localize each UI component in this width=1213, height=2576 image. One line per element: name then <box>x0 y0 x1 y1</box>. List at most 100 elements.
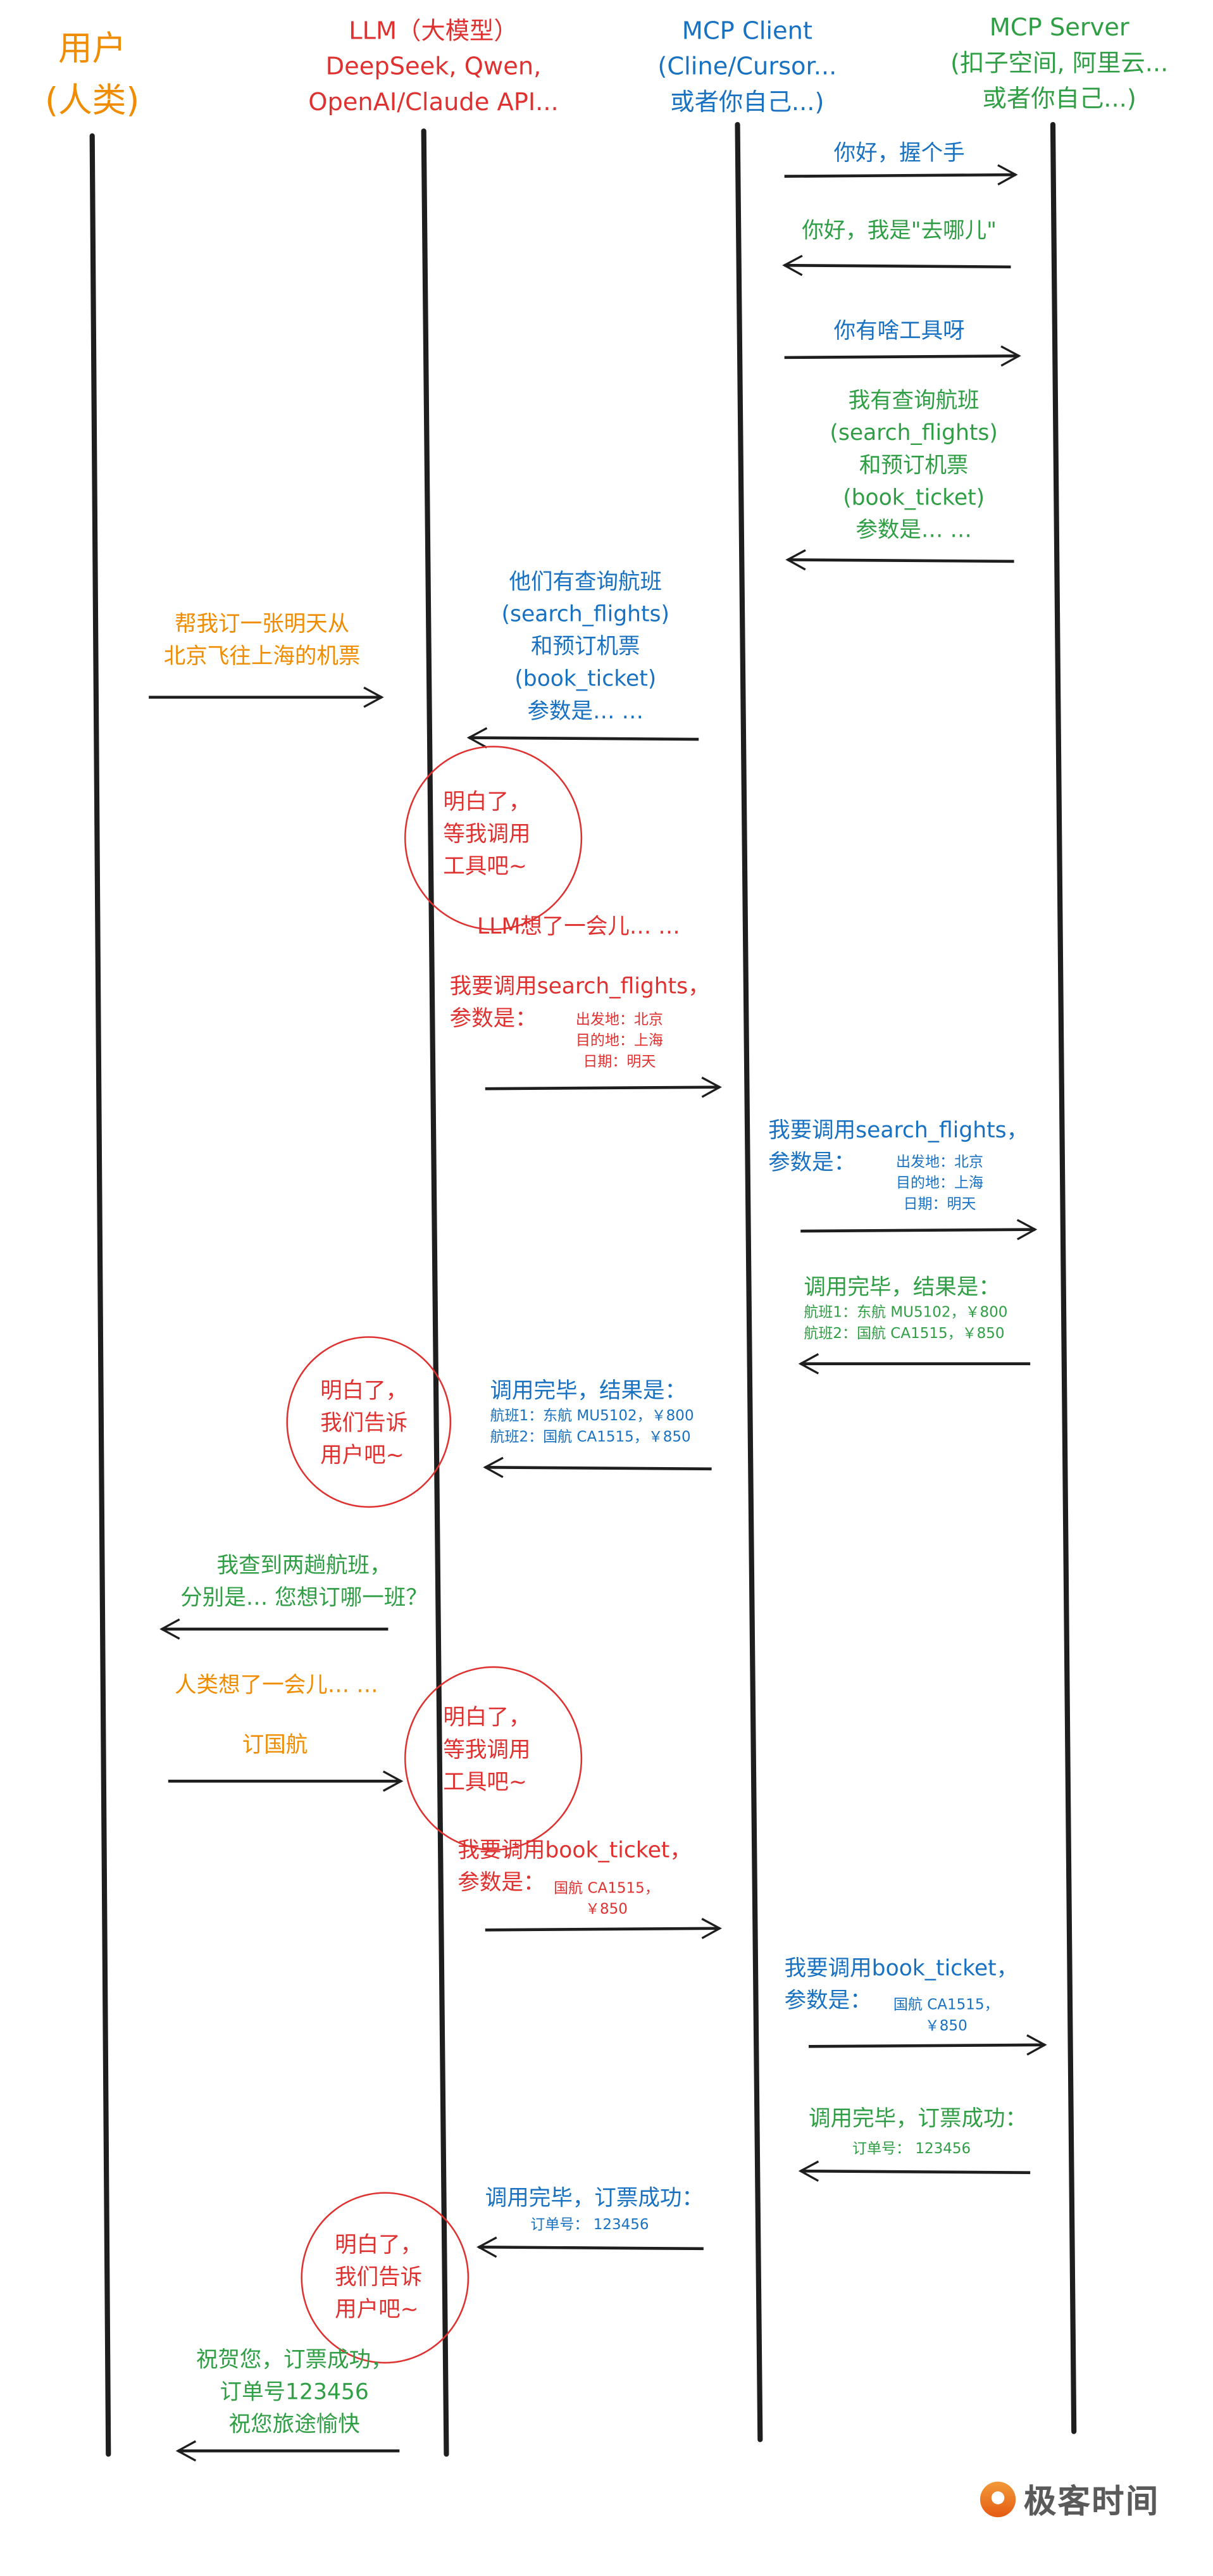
param: 日期：明天 <box>903 1197 976 1213</box>
book-params: 国航 CA1515， ￥850 <box>893 1996 999 2038</box>
user-thinking-note: 人类想了一会儿… … <box>175 1670 378 1702</box>
arrow-m5 <box>466 727 699 749</box>
message-ask-tools: 你有啥工具呀 <box>834 315 965 347</box>
header-llm-title: LLM（大模型） <box>349 16 518 46</box>
thought-circle <box>404 746 583 930</box>
message-llm-call-book: 我要调用book_ticket， 参数是： <box>457 1835 692 1899</box>
message-server-search-result: 调用完毕，结果是： <box>804 1272 1000 1304</box>
llm-thought-call-tool: 明白了， 等我调用工具吧~ <box>443 786 530 883</box>
message-text: (book_ticket) <box>514 666 657 692</box>
message-text: 我要调用book_ticket， <box>457 1837 692 1864</box>
message-llm-call-search: 我要调用search_flights， 参数是： <box>450 971 710 1035</box>
message-client-search-result: 调用完毕，结果是： <box>490 1375 687 1408</box>
message-client-tool-list: 他们有查询航班(search_flights)和预订机票(book_ticket… <box>502 566 669 728</box>
arrow-m2 <box>782 254 1011 277</box>
thought-circle <box>301 2192 470 2364</box>
header-user-subtitle: (人类) <box>45 80 140 120</box>
message-text: 明白了， <box>443 789 531 816</box>
message-text: LLM想了一会儿… … <box>477 914 680 941</box>
llm-thought-tell-user: 明白了， 我们告诉用户吧~ <box>335 2229 422 2326</box>
message-text: 他们有查询航班 <box>509 569 662 596</box>
message-text: 调用完毕，订票成功： <box>809 2106 1028 2132</box>
param: 国航 CA1515， <box>554 1881 659 1898</box>
message-server-hello: 你好，我是"去哪儿" <box>802 215 997 247</box>
message-handshake: 你好，握个手 <box>834 137 965 170</box>
result: 航班1：东航 MU5102，￥800 <box>804 1305 1008 1322</box>
header-llm: LLM（大模型） DeepSeek, Qwen, OpenAI/Claude A… <box>308 13 558 120</box>
message-text: 我查到两趟航班， <box>216 1553 392 1579</box>
message-text: 你好，我是"去哪儿" <box>802 218 997 244</box>
message-text: 参数是： <box>457 1870 545 1896</box>
message-text: 调用完毕，订票成功： <box>485 2185 704 2212</box>
arrow-m13 <box>483 1456 712 1479</box>
message-text: 分别是… 您想订哪一班？ <box>180 1585 428 1611</box>
message-text: 我要调用search_flights， <box>449 973 710 1000</box>
message-text: 我要调用search_flights， <box>768 1118 1029 1144</box>
geektime-logo-text: 极客时间 <box>1023 2481 1160 2521</box>
message-text: 你有啥工具呀 <box>833 318 965 345</box>
arrow-m21 <box>476 2236 704 2258</box>
message-text: 我们告诉 <box>335 2265 423 2291</box>
message-tool-list: 我有查询航班(search_flights)和预订机票(book_ticket)… <box>830 385 997 547</box>
book-params: 国航 CA1515，￥850 <box>554 1880 659 1922</box>
geektime-logo: 极客时间 <box>980 2475 1160 2522</box>
message-server-book-result: 调用完毕，订票成功： <box>809 2103 1027 2135</box>
header-user: 用户 (人类) <box>45 23 139 127</box>
llm-thought-call-tool: 明白了，等我调用工具吧~ <box>443 1702 530 1799</box>
message-user-choice: 订国航 <box>242 1729 308 1761</box>
thought-circle <box>286 1336 452 1508</box>
header-server: MCP Server (扣子空间, 阿里云... 或者你自己...) <box>950 9 1168 116</box>
arrow-m1 <box>784 164 1018 186</box>
message-text: 我要调用book_ticket， <box>784 1956 1019 1982</box>
llm-thinking-note: LLM想了一会儿… … <box>477 911 680 943</box>
message-text: 参数是… … <box>527 699 644 725</box>
message-text: 参数是… … <box>855 517 972 544</box>
message-text: 祝您旅途愉快 <box>228 2411 360 2438</box>
message-text: 和预订机票 <box>859 453 969 479</box>
header-user-title: 用户 <box>58 29 127 68</box>
message-text: 工具吧~ <box>443 1770 527 1796</box>
message-text: 调用完毕，结果是： <box>490 1378 687 1404</box>
message-text: 我们告诉 <box>320 1410 408 1437</box>
header-llm-line: DeepSeek, Qwen, <box>325 51 542 81</box>
header-server-title: MCP Server <box>989 13 1129 42</box>
message-text: 帮我订一张明天从 <box>175 611 350 638</box>
thought-circle <box>404 1666 583 1851</box>
message-text: 等我调用 <box>443 1737 531 1764</box>
llm-thought-tell-user: 明白了，我们告诉用户吧~ <box>320 1375 407 1472</box>
lifeline-server <box>1050 122 1077 2434</box>
message-text: 用户吧~ <box>320 1442 404 1469</box>
header-server-line: 或者你自己...) <box>982 84 1136 113</box>
message-text: 订单号123456 <box>220 2379 369 2406</box>
arrow-m3 <box>784 345 1021 367</box>
arrow-m18 <box>485 1918 722 1939</box>
header-llm-line: OpenAI/Claude API... <box>308 87 559 117</box>
message-client-call-search: 我要调用search_flights，参数是： <box>768 1115 1028 1179</box>
message-text: (search_flights) <box>830 420 998 447</box>
arrow-m9 <box>485 1077 722 1098</box>
message-text: 你好，握个手 <box>833 141 965 167</box>
search-params: 出发地：北京目的地：上海日期：明天 <box>896 1153 983 1216</box>
result: 订单号： 123456 <box>530 2218 649 2234</box>
message-client-book-result: 调用完毕，订票成功： <box>485 2182 704 2215</box>
message-text: 参数是： <box>449 1006 537 1032</box>
message-text: 用户吧~ <box>335 2297 419 2323</box>
message-text: (search_flights) <box>501 601 669 628</box>
param: ￥850 <box>924 2018 967 2035</box>
order-number: 订单号： 123456 <box>530 2216 649 2237</box>
param: 日期：明天 <box>583 1054 656 1072</box>
message-text: 等我调用 <box>443 822 531 848</box>
param: 国航 CA1515， <box>893 1998 999 2015</box>
message-text: 工具吧~ <box>443 854 527 880</box>
order-number: 订单号： 123456 <box>852 2141 971 2161</box>
message-text: 明白了， <box>335 2232 423 2259</box>
header-client-line: (Cline/Cursor... <box>657 51 837 81</box>
result: 订单号： 123456 <box>852 2142 971 2158</box>
arrow-m4 <box>785 549 1014 571</box>
arrow-m10 <box>800 1218 1038 1241</box>
lifeline-client <box>735 122 763 2442</box>
